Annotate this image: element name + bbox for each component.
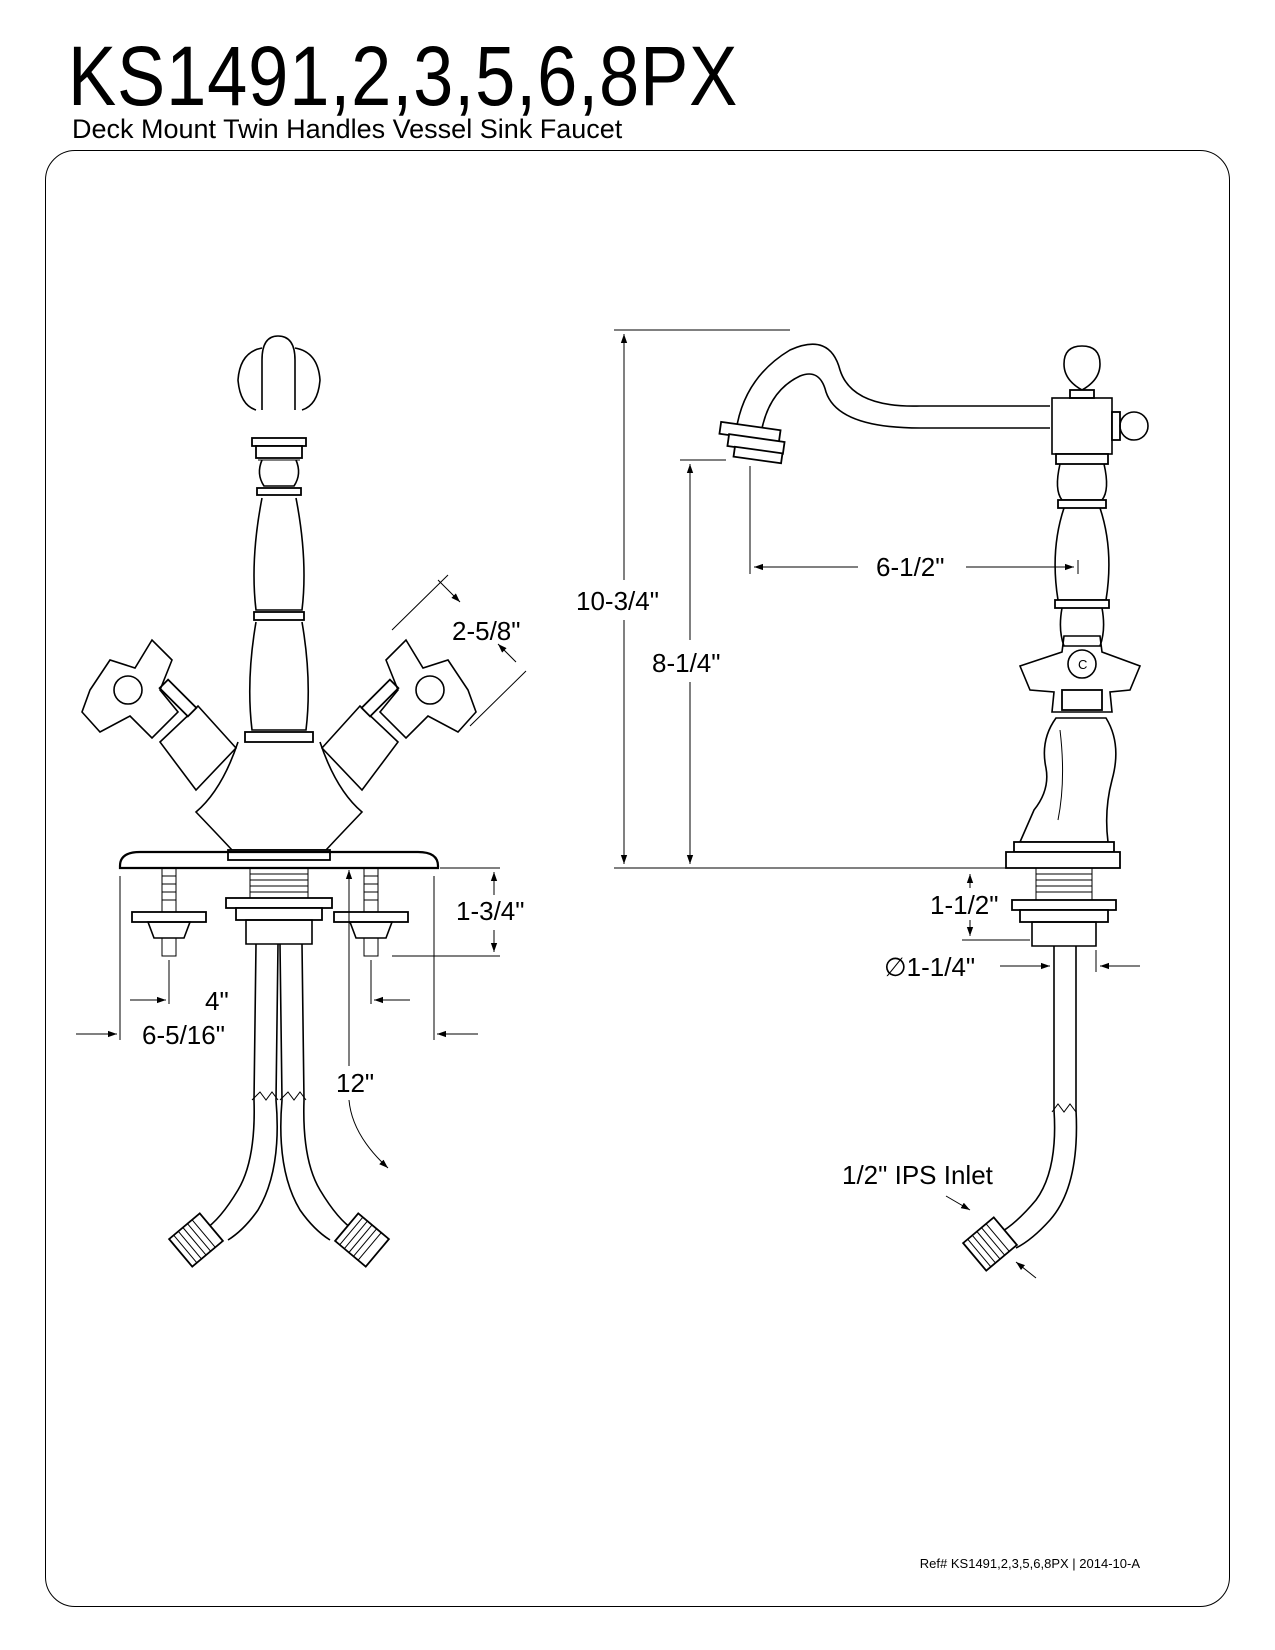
dim-hole-diameter: ∅1-1/4" <box>884 952 975 982</box>
drawing-frame <box>45 150 1230 1607</box>
cap-letter: C <box>1078 657 1087 672</box>
dim-center-spacing: 4" <box>205 986 229 1016</box>
reference-code: Ref# KS1491,2,3,5,6,8PX | 2014-10-A <box>920 1556 1141 1571</box>
dim-handle-height: 2-5/8" <box>452 616 521 646</box>
front-view <box>81 335 477 1268</box>
dim-plate-width: 6-5/16" <box>142 1020 225 1050</box>
dim-shank-length: 1-3/4" <box>456 896 525 926</box>
dim-total-height: 10-3/4" <box>576 586 659 616</box>
side-dimensions: 10-3/4" 8-1/4" 6-1/2" 1-1/2" ∅1-1/4" 1/2… <box>576 329 1140 1279</box>
dim-inlet-size: 1/2" IPS Inlet <box>842 1160 994 1190</box>
page-subtitle: Deck Mount Twin Handles Vessel Sink Fauc… <box>72 114 623 144</box>
dim-deck-thickness: 1-1/2" <box>930 890 999 920</box>
side-view: C <box>718 343 1149 1272</box>
page-title: KS1491,2,3,5,6,8PX <box>68 29 739 123</box>
dim-hose-length: 12" <box>336 1068 374 1098</box>
dim-spout-height: 8-1/4" <box>652 648 721 678</box>
dim-spout-reach: 6-1/2" <box>876 552 945 582</box>
front-dimensions: 2-5/8" 1-3/4" 4" 6-5/16" 12" <box>76 574 527 1169</box>
